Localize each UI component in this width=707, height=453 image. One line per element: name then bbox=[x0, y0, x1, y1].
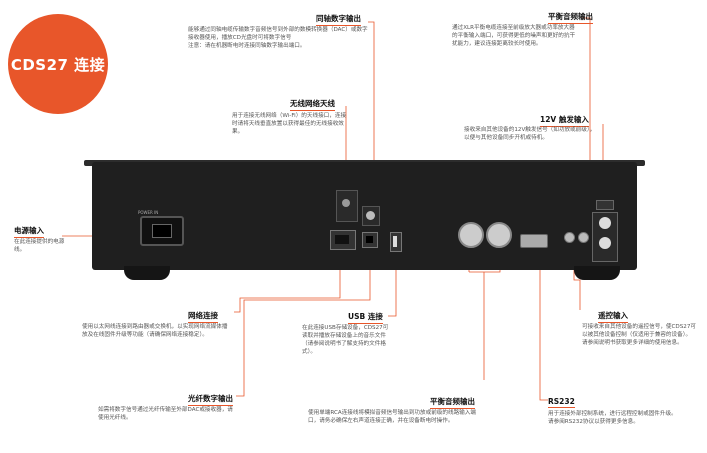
label-analog-title: 平衡音频输出 bbox=[430, 396, 475, 409]
label-analog-desc: 使用单端RCA连接线将模拟音频信号输出到功放或前级的线路输入端口，请务必确保左右… bbox=[308, 410, 476, 424]
coax-output-port[interactable] bbox=[362, 206, 380, 226]
label-trigger-title: 12V 触发输入 bbox=[540, 114, 589, 127]
label-remote-title: 遥控输入 bbox=[598, 310, 628, 323]
label-usb-desc: 在此连接USB存储设备，CDS27可读取并播放存储设备上的音乐文件（请参阅说明书… bbox=[302, 325, 389, 355]
label-rs232-desc: 用于连接外部控制系统，进行远程控制或固件升级。 请参阅RS232协议以获得更多信… bbox=[548, 411, 677, 425]
left-foot bbox=[124, 266, 170, 280]
label-usb-title: USB 连接 bbox=[348, 311, 383, 324]
rca-right-port[interactable] bbox=[599, 237, 611, 249]
label-power-desc: 在此连接提供的电源线。 bbox=[14, 239, 65, 253]
remote-in-port[interactable] bbox=[564, 232, 575, 243]
line-usb bbox=[388, 252, 397, 317]
label-wireless-title: 无线网络天线 bbox=[290, 98, 335, 111]
antenna-port[interactable] bbox=[336, 190, 358, 222]
label-balanced-title: 平衡音频输出 bbox=[548, 11, 593, 24]
xlr-right-port[interactable] bbox=[486, 222, 512, 248]
label-network-title: 网络连接 bbox=[188, 310, 218, 323]
ethernet-port[interactable] bbox=[330, 230, 356, 250]
remote-out-port[interactable] bbox=[578, 232, 589, 243]
line-network bbox=[234, 260, 341, 313]
label-remote-desc: 可接收来自其他设备的遥控信号，使CDS27可以被其他设备控制（仅适用于兼容的设备… bbox=[582, 324, 696, 346]
label-network-desc: 使用以太网线连接到路由器或交换机，以实现网络流媒体播放及在线固件升级等功能（请确… bbox=[82, 324, 228, 338]
label-optical-title: 光纤数字输出 bbox=[188, 393, 233, 406]
label-optical-desc: 如需将数字信号通过光纤传输至外部DAC或接收器，请使用光纤线。 bbox=[98, 407, 233, 421]
label-coax-desc: 能够通过同轴电缆传输数字音频信号到外部的数模转换器（DAC）或数字接收器使用，播… bbox=[188, 27, 368, 49]
power-label: POWER IN bbox=[138, 210, 159, 215]
usb-port[interactable] bbox=[390, 232, 402, 252]
rs232-port[interactable] bbox=[520, 234, 548, 248]
xlr-left-port[interactable] bbox=[458, 222, 484, 248]
model-badge: CDS27 连接 bbox=[8, 14, 108, 114]
rca-left-port[interactable] bbox=[599, 217, 611, 229]
line-coax bbox=[368, 21, 375, 210]
right-foot bbox=[574, 266, 620, 280]
line-balanced bbox=[581, 17, 591, 208]
optical-output-port[interactable] bbox=[362, 232, 378, 248]
power-inlet[interactable] bbox=[140, 216, 184, 246]
line-rs232 bbox=[539, 246, 548, 401]
line-optical bbox=[236, 252, 371, 397]
label-balanced-desc: 通过XLR平衡电缆连接至前级放大器或功率放大器的平衡输入端口，可获得更低的噪声和… bbox=[452, 25, 576, 47]
trigger-port[interactable] bbox=[596, 200, 614, 210]
label-wireless-desc: 用于连接无线网络（Wi-Fi）的天线接口，连接时请将天线垂直放置以获得最佳的无线… bbox=[232, 113, 347, 135]
label-coax-title: 同轴数字输出 bbox=[316, 13, 361, 26]
analog-output-panel bbox=[592, 212, 618, 262]
label-rs232-title: RS232 bbox=[548, 397, 575, 408]
label-trigger-desc: 接收来自其他设备的12V触发信号（如功放或前级），以便与其他设备同步开机或待机。 bbox=[464, 127, 596, 141]
label-power-title: 电源输入 bbox=[14, 225, 44, 238]
